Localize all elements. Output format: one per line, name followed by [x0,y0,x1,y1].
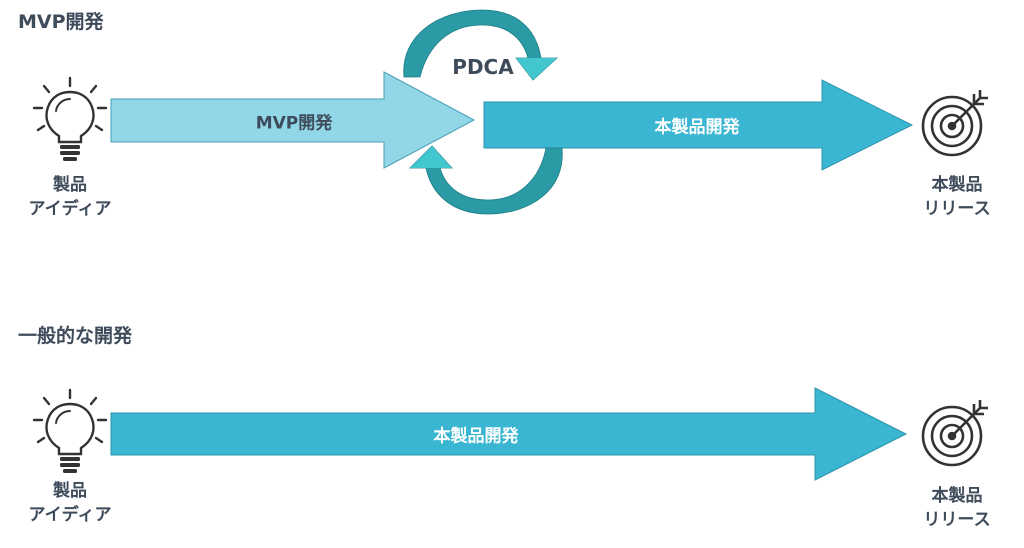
section-title-mvp: MVP開発 [18,11,104,33]
start-caption-line-1: 製品 [53,175,87,195]
main-dev-arrow-top [483,79,914,171]
end-caption-mvp: 本製品 リリース [907,173,1007,221]
lightbulb-icon [32,388,108,473]
mvp-arrow-label: MVP開発 [255,113,333,134]
target-icon [921,400,988,467]
main-dev-arrow-bottom [110,387,908,481]
section-title-general: 一般的な開発 [18,325,133,347]
end-caption-general: 本製品 リリース [907,484,1007,532]
end-caption-line-1: 本製品 [931,175,983,195]
end-caption-line-2: リリース [923,199,991,219]
cycle-arrows-icon [403,9,563,215]
start-caption-line-1: 製品 [53,481,87,501]
target-icon [921,90,988,157]
start-caption-line-2: アイディア [28,505,112,525]
end-caption-line-2: リリース [923,510,991,530]
start-caption-mvp: 製品 アイディア [20,173,120,221]
start-caption-general: 製品 アイディア [20,479,120,527]
end-caption-line-1: 本製品 [931,486,983,506]
lightbulb-icon [32,76,108,161]
mvp-arrow [110,71,476,169]
pdca-label: PDCA [452,55,514,79]
start-caption-line-2: アイディア [28,199,112,219]
main-dev-arrow-bottom-label: 本製品開発 [433,426,519,447]
main-dev-arrow-top-label: 本製品開発 [654,117,740,138]
